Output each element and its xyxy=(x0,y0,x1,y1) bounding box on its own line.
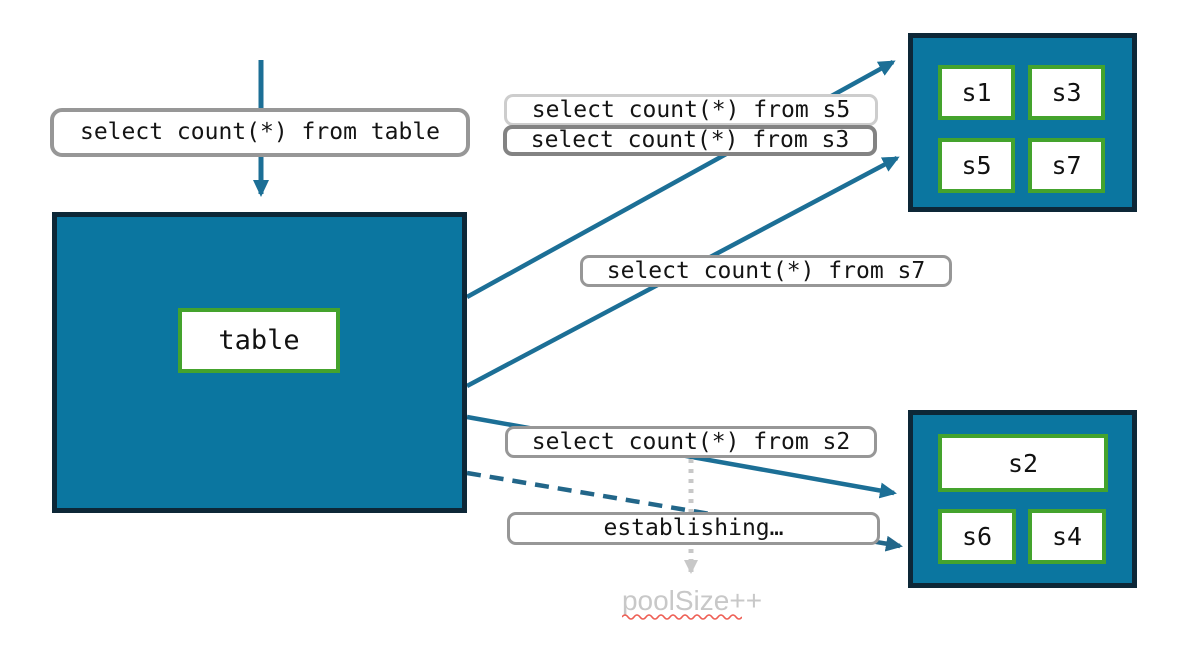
query-label-count-s7: select count(*) from s7 xyxy=(580,255,952,287)
shard-s1-label: s1 xyxy=(961,78,992,107)
query-label-count-s5-text: select count(*) from s5 xyxy=(531,96,851,123)
arrow-establishing-dashed xyxy=(466,470,903,552)
table-label: table xyxy=(218,325,300,356)
query-label-count-s3: select count(*) from s3 xyxy=(503,125,877,156)
table-container-box: table xyxy=(52,212,467,513)
spellcheck-squiggle xyxy=(622,614,742,620)
query-label-count-s5: select count(*) from s5 xyxy=(504,94,878,126)
query-label-count-table-text: select count(*) from table xyxy=(79,119,441,145)
shard-s6-label: s6 xyxy=(961,522,993,551)
shard-s2-label: s2 xyxy=(1007,448,1039,478)
shard-s5: s5 xyxy=(938,138,1015,193)
pool-size-note: poolSize++ xyxy=(621,585,763,616)
shard-s5-label: s5 xyxy=(961,151,992,180)
shard-group-bottom: s2 s6 s4 xyxy=(908,410,1137,588)
shard-group-top: s1 s3 s5 s7 xyxy=(908,33,1137,212)
shard-s2: s2 xyxy=(938,434,1108,492)
query-label-establishing-text: establishing… xyxy=(603,515,784,541)
shard-s6: s6 xyxy=(938,509,1016,564)
table-cell: table xyxy=(178,308,340,373)
shard-s1: s1 xyxy=(938,65,1015,120)
query-label-count-s3-text: select count(*) from s3 xyxy=(530,127,850,153)
query-label-count-s2: select count(*) from s2 xyxy=(505,426,877,458)
shard-s7: s7 xyxy=(1028,138,1105,193)
query-label-count-table: select count(*) from table xyxy=(50,108,470,157)
shard-s4: s4 xyxy=(1028,509,1106,564)
shard-s7-label: s7 xyxy=(1051,151,1082,180)
shard-s4-label: s4 xyxy=(1051,522,1083,551)
shard-s3-label: s3 xyxy=(1051,78,1082,107)
query-label-count-s7-text: select count(*) from s7 xyxy=(606,257,926,284)
shard-s3: s3 xyxy=(1028,65,1105,120)
query-label-count-s2-text: select count(*) from s2 xyxy=(531,428,851,455)
query-label-establishing: establishing… xyxy=(507,512,880,545)
